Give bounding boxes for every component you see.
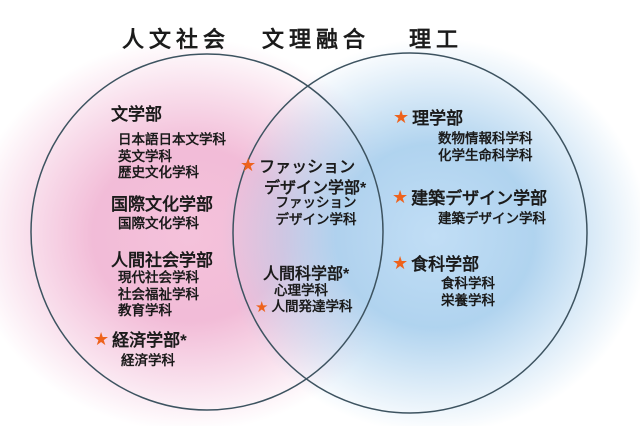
star-icon: ★: [93, 328, 110, 349]
science-departments: 数物情報科学科 化学生命科学科: [438, 131, 533, 164]
humanities-circle-outline: [30, 53, 384, 411]
fashion-departments: ファッション デザイン学科: [256, 195, 376, 228]
faculty-economics-row: ★ 経済学部*: [93, 326, 187, 351]
dept-japanese-literature: 日本語日本文学科: [118, 132, 226, 147]
dept-economics: 経済学科: [121, 353, 175, 368]
faculty-fashion-row: ★ ファッション: [240, 153, 355, 177]
society-departments: 現代社会学科 社会福祉学科 教育学科: [118, 270, 199, 320]
dept-education: 教育学科: [118, 303, 172, 318]
star-icon: ★: [392, 186, 409, 207]
faculty-food-science-row: ★ 食科学部: [392, 250, 479, 275]
dept-nutrition: 栄養学科: [441, 292, 495, 308]
dept-architecture-design: 建築デザイン学科: [438, 211, 546, 226]
star-icon: ★: [255, 298, 269, 316]
letters-departments: 日本語日本文学科 英文学科 歴史文化学科: [118, 132, 226, 182]
star-icon: ★: [240, 155, 257, 175]
dept-math-info-science: 数物情報科学科: [438, 131, 533, 146]
star-icon: ★: [392, 252, 409, 273]
header-science: 理工: [409, 27, 464, 52]
faculty-letters: 文学部: [111, 105, 162, 124]
faculty-food-science: 食科学部: [411, 255, 480, 274]
dept-fashion-line1: ファッション: [275, 195, 357, 210]
dept-food-science: 食科学科: [441, 276, 495, 291]
faculty-economics: 経済学部*: [112, 331, 187, 350]
faculty-architecture-row: ★ 建築デザイン学部: [392, 184, 547, 209]
science-circle-outline: [232, 52, 588, 414]
dept-international-culture: 国際文化学科: [118, 216, 199, 231]
dept-english: 英文学科: [118, 148, 172, 164]
dept-human-development-row: ★ 人間発達学科: [255, 299, 352, 316]
star-icon: ★: [393, 106, 410, 127]
dept-psychology: 心理学科: [274, 283, 328, 298]
dept-history-culture: 歴史文化学科: [118, 165, 199, 180]
dept-social-welfare: 社会福祉学科: [118, 286, 199, 302]
dept-chem-life-science: 化学生命科学科: [438, 147, 533, 163]
faculty-science: 理学部: [412, 109, 464, 128]
header-fusion: 文理融合: [262, 27, 371, 52]
food-departments: 食科学科 栄養学科: [441, 276, 495, 309]
faculty-science-row: ★ 理学部: [393, 104, 463, 129]
dept-fashion-line2: デザイン学科: [275, 211, 357, 227]
faculty-fashion-line1: ファッション: [259, 159, 356, 176]
faculty-human-society: 人間社会学部: [111, 251, 213, 270]
header-humanities: 人文社会: [122, 27, 231, 52]
faculty-human-science: 人間科学部*: [263, 266, 350, 283]
dept-modern-society: 現代社会学科: [118, 270, 199, 285]
faculty-international-culture: 国際文化学部: [111, 195, 213, 214]
faculty-architecture-design: 建築デザイン学部: [411, 189, 548, 208]
faculty-fashion-line2: デザイン学部*: [264, 180, 367, 197]
dept-human-development: 人間発達学科: [271, 299, 353, 314]
